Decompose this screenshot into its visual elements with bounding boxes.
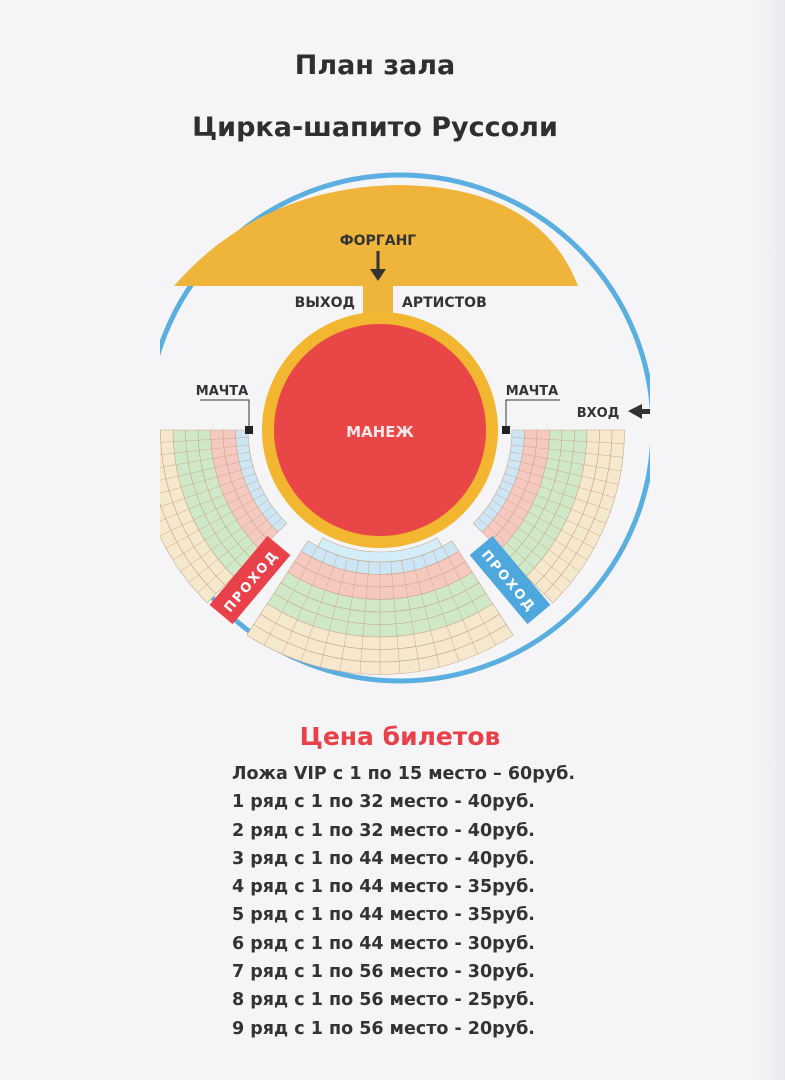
seat-divider-left-6 xyxy=(160,487,262,537)
seat-divider-right-3 xyxy=(510,451,622,472)
mast-left-leader xyxy=(200,399,250,426)
seat-divider-right-9 xyxy=(495,493,595,549)
mast-right-label: МАЧТА xyxy=(506,384,558,399)
seat-divider-right-13 xyxy=(478,517,563,594)
backstage-area-fill xyxy=(174,185,578,286)
mast-right-marker xyxy=(502,426,510,434)
arena xyxy=(274,324,486,536)
seat-row-left-9[interactable] xyxy=(160,430,217,604)
seat-divider-right-10 xyxy=(491,500,588,561)
price-list: Ложа VIP с 1 по 15 место – 60руб. 1 ряд … xyxy=(232,760,575,1043)
seat-divider-bottom-2 xyxy=(432,550,479,655)
seat-divider-bottom-11 xyxy=(300,554,338,662)
price-item-row-4: 4 ряд с 1 по 44 место - 35руб. xyxy=(232,877,535,898)
seat-divider-bottom-8 xyxy=(359,561,370,674)
forgang-label: ФОРГАНГ xyxy=(340,233,417,249)
price-item-row-7: 7 ряд с 1 по 56 место - 30руб. xyxy=(232,962,535,983)
seat-divider-left-11 xyxy=(160,451,250,468)
seat-divider-bottom-12 xyxy=(281,550,328,655)
seat-divider-bottom-9 xyxy=(339,560,359,672)
seat-divider-left-12 xyxy=(160,444,249,456)
price-item-row-8: 8 ряд с 1 по 56 место - 25руб. xyxy=(232,990,535,1011)
forgang-arrow-head xyxy=(370,269,386,281)
seat-divider-right-5 xyxy=(506,466,616,498)
price-item-row-9: 9 ряд с 1 по 56 место - 20руб. xyxy=(232,1018,535,1039)
entrance-arrow xyxy=(628,404,650,419)
seat-divider-bottom-5 xyxy=(401,560,421,672)
price-item-row-1: 1 ряд с 1 по 32 место - 40руб. xyxy=(232,792,535,813)
seat-divider-left-3 xyxy=(180,506,273,572)
seat-divider-left-5 xyxy=(165,493,265,549)
seat-divider-left-9 xyxy=(160,466,254,494)
exit-label-right: АРТИСТОВ xyxy=(402,295,487,311)
seat-divider-right-2 xyxy=(511,444,623,458)
arena-label: МАНЕЖ xyxy=(346,423,414,441)
seat-divider-left-8 xyxy=(160,473,256,508)
seat-divider-bottom-4 xyxy=(412,557,440,668)
artists-passage xyxy=(363,283,393,317)
seat-divider-bottom-13 xyxy=(263,546,318,646)
outer-ring xyxy=(160,172,650,684)
seat-divider-left-2 xyxy=(188,512,277,583)
seat-divider-left-1 xyxy=(197,517,282,594)
page-title: План зала xyxy=(294,50,456,81)
vip-box[interactable] xyxy=(317,537,443,563)
price-item-row-6: 6 ряд с 1 по 44 место - 30руб. xyxy=(232,933,535,954)
entrance-label: ВХОД xyxy=(577,406,620,421)
seat-divider-left-10 xyxy=(160,459,252,481)
seat-divider-right-11 xyxy=(487,506,580,572)
mast-right-leader xyxy=(505,399,560,426)
seating-zones xyxy=(160,429,625,675)
price-item-vip: Ложа VIP с 1 по 15 место – 60руб. xyxy=(232,764,576,784)
mast-left-marker xyxy=(245,426,253,434)
seat-divider-right-4 xyxy=(508,459,619,485)
seat-divider-bottom-10 xyxy=(320,557,348,668)
seat-divider-left-7 xyxy=(160,480,259,522)
page-subtitle: Цирка-шапито Руссоли xyxy=(192,112,558,143)
page-edge xyxy=(757,0,785,1080)
seat-divider-right-12 xyxy=(483,512,572,583)
seat-divider-bottom-6 xyxy=(390,561,401,674)
seat-divider-left-4 xyxy=(172,500,269,561)
price-item-row-3: 3 ряд с 1 по 44 место - 40руб. xyxy=(232,848,535,869)
seat-divider-bottom-1 xyxy=(442,546,497,646)
seat-divider-right-6 xyxy=(504,473,611,511)
mast-left-label: МАЧТА xyxy=(196,384,248,399)
exit-label-left: ВЫХОД xyxy=(295,295,355,311)
seat-divider-right-1 xyxy=(511,437,625,444)
seat-divider-bottom-3 xyxy=(422,554,460,662)
seat-divider-left-13 xyxy=(160,437,249,443)
prices-heading: Цена билетов xyxy=(299,722,501,751)
price-item-row-5: 5 ряд с 1 по 44 место - 35руб. xyxy=(232,905,535,926)
seating-plan: ПРОХОД ПРОХОД ФОРГАНГ ВЫХОД АРТИСТОВ МАЧ… xyxy=(160,172,650,684)
price-item-row-2: 2 ряд с 1 по 32 место - 40руб. xyxy=(232,820,535,841)
seat-divider-right-7 xyxy=(501,480,606,524)
seat-row-bottom-9[interactable] xyxy=(246,624,514,675)
seat-divider-right-8 xyxy=(498,487,601,537)
seat-row-right-9[interactable] xyxy=(543,429,625,604)
